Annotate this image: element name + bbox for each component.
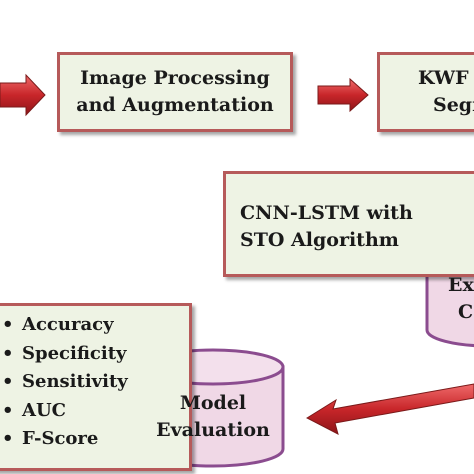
image-processing-line1: Image Processing xyxy=(80,67,270,89)
bullet-icon: • xyxy=(2,314,14,335)
cnn-lstm-box xyxy=(223,171,474,277)
metric-item: • AUC xyxy=(2,397,128,426)
metric-label: F-Score xyxy=(22,428,99,449)
extraction-line1: Ex xyxy=(448,274,474,296)
cnn-lstm-label: CNN-LSTM with STO Algorithm xyxy=(240,200,413,254)
metric-item: • Accuracy xyxy=(2,311,128,340)
image-processing-box xyxy=(57,52,293,132)
metric-label: Sensitivity xyxy=(22,371,128,392)
metrics-box xyxy=(0,303,192,471)
model-evaluation-line2: Evaluation xyxy=(156,419,270,441)
bullet-icon: • xyxy=(2,428,14,449)
cnn-lstm-line1: CNN-LSTM with xyxy=(240,202,413,224)
bullet-icon: • xyxy=(2,342,14,364)
arrow-to-evaluation xyxy=(305,383,474,435)
model-evaluation-label: Model Evaluation xyxy=(143,390,283,444)
segmentation-line1: KWF xyxy=(418,67,469,89)
metrics-list: • Accuracy • Specificity • Sensitivity • AUC… xyxy=(2,311,128,454)
bullet-icon: • xyxy=(2,399,14,421)
extraction-label: Ex C xyxy=(448,272,474,326)
segmentation-label: KWF Segm xyxy=(418,65,474,119)
image-processing-line2: and Augmentation xyxy=(76,94,274,116)
metric-label: Specificity xyxy=(22,342,127,364)
bullet-icon: • xyxy=(2,371,14,392)
metric-item: • Specificity xyxy=(2,340,128,369)
segmentation-line2: Segm xyxy=(433,94,474,116)
cnn-lstm-line2: STO Algorithm xyxy=(240,229,399,251)
arrow-to-segmentation xyxy=(317,77,369,113)
metric-label: AUC xyxy=(22,399,66,421)
segmentation-box xyxy=(377,52,474,132)
metric-item: • Sensitivity xyxy=(2,368,128,397)
arrow-incoming xyxy=(0,73,46,117)
metric-item: • F-Score xyxy=(2,425,128,454)
metric-label: Accuracy xyxy=(22,314,114,335)
model-evaluation-line1: Model xyxy=(179,392,247,414)
extraction-line2: C xyxy=(458,301,474,323)
image-processing-label: Image Processing and Augmentation xyxy=(57,65,293,119)
